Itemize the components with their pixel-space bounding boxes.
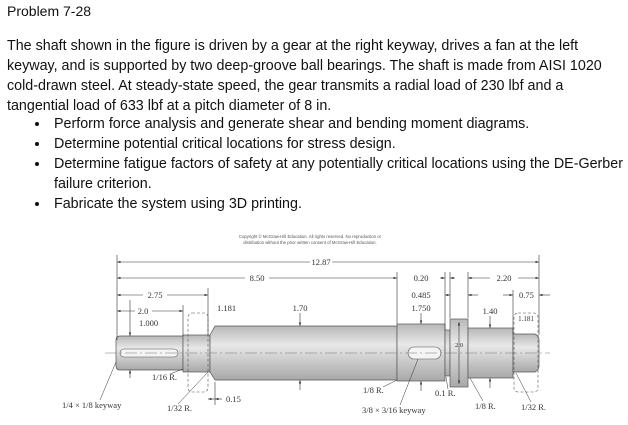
dim-2-0: 2.0 — [138, 306, 149, 316]
copyright-line-2: distribution without the prior written c… — [243, 240, 377, 245]
left-bearing — [187, 312, 209, 393]
problem-title: Problem 7-28 — [7, 3, 92, 19]
dim-collar-2-0: 2.0 — [455, 342, 463, 349]
dim-1-70: 1.70 — [293, 303, 308, 313]
copyright-line-1: Copyright © McGraw-Hill Education. All r… — [239, 234, 382, 239]
note-1-32-radius-right: 1/32 R. — [521, 402, 546, 412]
dim-2-20: 2.20 — [497, 273, 512, 283]
task-item: Determine potential critical locations f… — [50, 134, 628, 154]
task-item: Perform force analysis and generate shea… — [50, 114, 628, 134]
dim-1-181-left: 1.181 — [217, 303, 236, 313]
dim-0-20: 0.20 — [414, 273, 429, 283]
note-1-8-radius-a: 1/8 R. — [363, 385, 384, 395]
note-1-32-radius-left: 1/32 R. — [167, 403, 192, 413]
dimension-labels: 12.87 8.50 2.75 2.0 1.000 1.181 1.70 0.2… — [62, 257, 546, 415]
dimension-lines — [116, 255, 550, 405]
dim-1-40: 1.40 — [483, 306, 498, 316]
note-right-keyway: 3/8 × 3/16 keyway — [362, 405, 426, 415]
dim-0-75: 0.75 — [519, 290, 534, 300]
leader-lines — [99, 358, 532, 406]
dim-2-75: 2.75 — [148, 290, 163, 300]
dim-0-485: 0.485 — [411, 290, 430, 300]
dim-1-000: 1.000 — [139, 318, 158, 328]
note-0-1-radius: 0.1 R. — [435, 388, 456, 398]
task-item: Determine fatigue factors of safety at a… — [50, 154, 628, 194]
dim-1-750: 1.750 — [411, 303, 430, 313]
dim-0-15: 0.15 — [226, 394, 241, 404]
dim-total-length: 12.87 — [311, 257, 330, 267]
problem-statement: The shaft shown in the figure is driven … — [7, 38, 602, 114]
dim-1-181-right: 1.181 — [518, 315, 534, 323]
note-1-8-radius-b: 1/8 R. — [475, 401, 496, 411]
note-left-keyway: 1/4 × 1/8 keyway — [62, 400, 122, 410]
note-1-16-radius: 1/16 R. — [152, 372, 177, 382]
task-item: Fabricate the system using 3D printing. — [50, 194, 628, 214]
dim-8-50: 8.50 — [250, 273, 265, 283]
task-list: Perform force analysis and generate shea… — [22, 114, 628, 214]
